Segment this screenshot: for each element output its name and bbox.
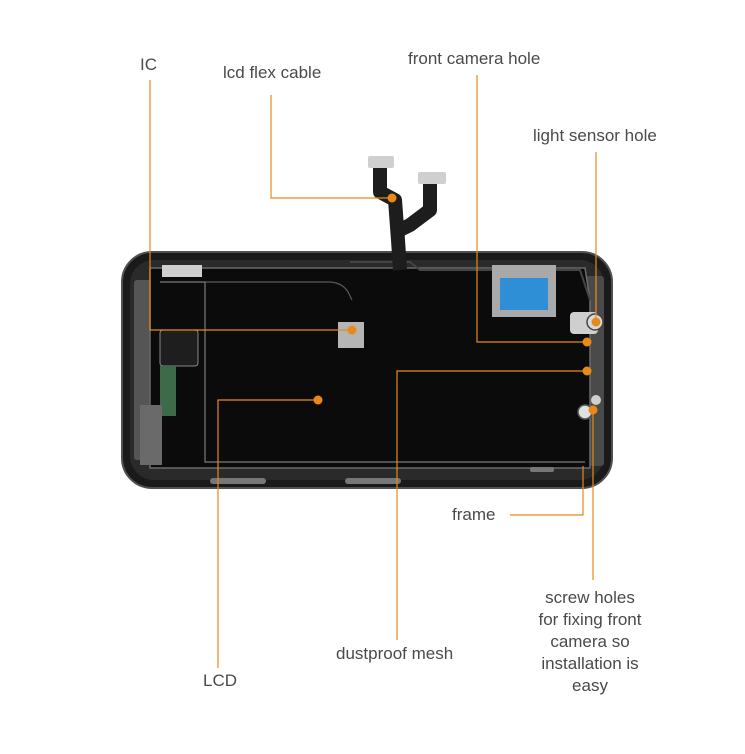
callout-line-lcd bbox=[217, 399, 318, 668]
dot-light-sensor bbox=[591, 317, 601, 327]
callout-line-frame bbox=[510, 466, 584, 516]
label-frame: frame bbox=[452, 505, 496, 524]
flex-connector-2 bbox=[418, 172, 446, 184]
dot-lcd-flex bbox=[387, 193, 397, 203]
flex-connector-1 bbox=[368, 156, 394, 168]
label-dustproof-mesh: dustproof mesh bbox=[336, 644, 454, 663]
callout-dots bbox=[313, 193, 601, 415]
panel-border-line bbox=[160, 281, 585, 463]
dot-lcd bbox=[313, 395, 323, 405]
callout-line-lcd-flex bbox=[270, 95, 392, 199]
left-connector bbox=[140, 405, 162, 465]
screw-hole-ring-2 bbox=[591, 395, 601, 405]
label-light-sensor-hole: light sensor hole bbox=[533, 126, 657, 145]
notch-outline bbox=[350, 261, 591, 301]
bottom-tab-3 bbox=[530, 467, 554, 472]
dot-front-camera bbox=[582, 337, 592, 347]
callout-line-front-camera bbox=[476, 75, 587, 343]
screw-holes-line-1: screw holes bbox=[545, 588, 635, 607]
label-lcd-flex-cable: lcd flex cable bbox=[223, 63, 322, 82]
callout-line-ic bbox=[149, 80, 350, 331]
dot-ic bbox=[347, 325, 357, 335]
bottom-tab-2 bbox=[345, 478, 401, 484]
label-ic: IC bbox=[140, 55, 157, 74]
dot-screw bbox=[588, 405, 598, 415]
screw-holes-line-2: for fixing front bbox=[538, 610, 642, 629]
top-sticker bbox=[162, 265, 202, 277]
bottom-tab-1 bbox=[210, 478, 266, 484]
screw-holes-line-4: installation is bbox=[541, 654, 639, 673]
dot-dustproof bbox=[582, 366, 592, 376]
callout-lines bbox=[149, 75, 597, 668]
label-screw-holes: screw holes for fixing front camera so i… bbox=[520, 587, 660, 697]
top-edge-line bbox=[205, 281, 353, 301]
label-front-camera-hole: front camera hole bbox=[408, 49, 541, 68]
callout-line-dustproof bbox=[396, 370, 587, 640]
flex-cable-branch bbox=[396, 182, 437, 237]
screw-holes-line-5: easy bbox=[572, 676, 608, 695]
label-lcd: LCD bbox=[203, 671, 238, 690]
screw-holes-line-3: camera so bbox=[550, 632, 630, 651]
ic-chip bbox=[159, 329, 199, 367]
green-flex bbox=[160, 366, 176, 416]
blue-pad bbox=[500, 278, 548, 310]
